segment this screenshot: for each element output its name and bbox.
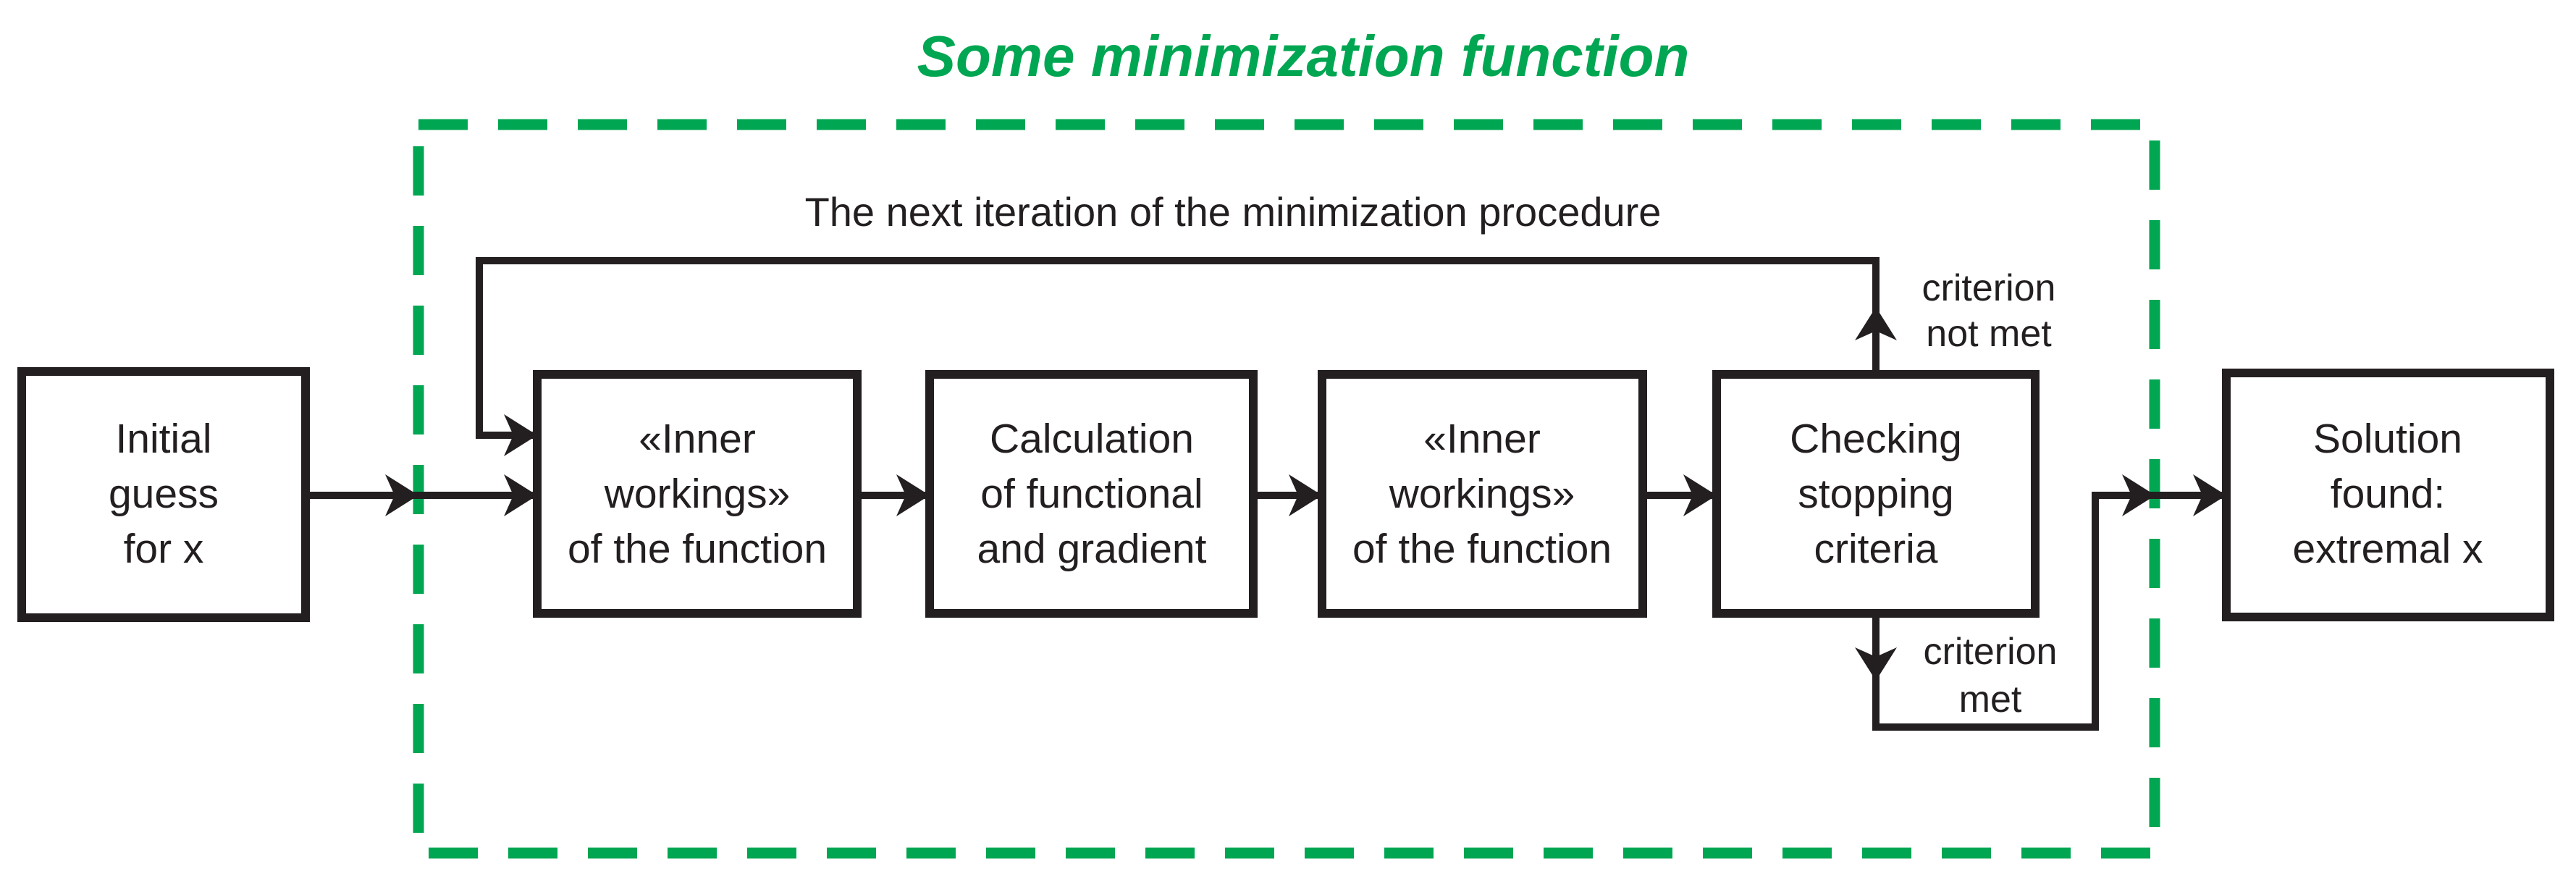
box-label-line: found:: [2331, 471, 2445, 517]
box-label-line: extremal x: [2293, 526, 2483, 572]
label-criterion-met-line1: criterion: [1924, 631, 2058, 673]
box-inner-workings-1: «Inner workings» of the function: [533, 370, 862, 618]
diagram-title: Some minimization function: [917, 24, 1690, 88]
arrow-criterion-met-path: [1855, 474, 2226, 731]
arrowhead-at-boundary-right: [2122, 474, 2155, 516]
box-solution-found: Solution found: extremal x: [2222, 369, 2554, 621]
box-calculation: Calculation of functional and gradient: [925, 370, 1258, 618]
arrow-feedback-loop: [476, 257, 1897, 456]
arrowhead-at-boundary-left: [385, 474, 418, 516]
box-label-line: workings»: [604, 471, 791, 517]
arrowhead-into-inner1: [504, 474, 537, 516]
arrowhead-down-criterion-met: [1855, 647, 1897, 681]
label-criterion-not-met-line2: not met: [1926, 313, 2052, 355]
arrowhead-feedback-into-inner1: [504, 414, 537, 456]
box-label-line: Checking: [1790, 416, 1962, 462]
arrowhead-into-solution: [2193, 474, 2226, 516]
box-label-line: Calculation: [990, 416, 1194, 462]
box-label-line: Initial: [115, 416, 211, 462]
box-label-line: workings»: [1389, 471, 1575, 517]
box-label-line: of functional: [980, 471, 1203, 517]
box-inner-workings-2: «Inner workings» of the function: [1318, 370, 1647, 618]
box-label-line: criteria: [1814, 526, 1937, 572]
box-label-line: «Inner: [1423, 416, 1541, 462]
arrowhead-up-criterion-not-met: [1855, 307, 1897, 340]
box-label-line: guess: [109, 471, 219, 517]
arrow-inner2-to-checking: [1643, 474, 1717, 516]
box-checking-criteria: Checking stopping criteria: [1712, 370, 2040, 618]
label-criterion-not-met-line1: criterion: [1922, 267, 2056, 309]
minimization-function-boundary: [413, 119, 2160, 859]
box-label-line: Solution: [2313, 416, 2462, 462]
arrowhead-into-checking: [1683, 474, 1717, 516]
loop-description-label: The next iteration of the minimization p…: [805, 189, 1662, 235]
box-label-line: and gradient: [977, 526, 1207, 572]
box-label-line: of the function: [568, 526, 827, 572]
arrowhead-into-inner2: [1289, 474, 1322, 516]
label-criterion-not-met: criterion not met: [1922, 267, 2056, 355]
label-criterion-met: criterion met: [1924, 631, 2058, 721]
box-label-line: «Inner: [639, 416, 756, 462]
box-initial-guess: Initial guess for x: [17, 367, 310, 622]
box-label-line: for x: [124, 526, 204, 572]
arrow-initial-to-inner1: [306, 474, 537, 516]
box-label-line: of the function: [1352, 526, 1612, 572]
arrowhead-into-calculation: [896, 474, 930, 516]
arrow-calculation-to-inner2: [1253, 474, 1322, 516]
box-label-line: stopping: [1798, 471, 1954, 517]
label-criterion-met-line2: met: [1959, 679, 2022, 721]
arrow-inner1-to-calculation: [857, 474, 930, 516]
